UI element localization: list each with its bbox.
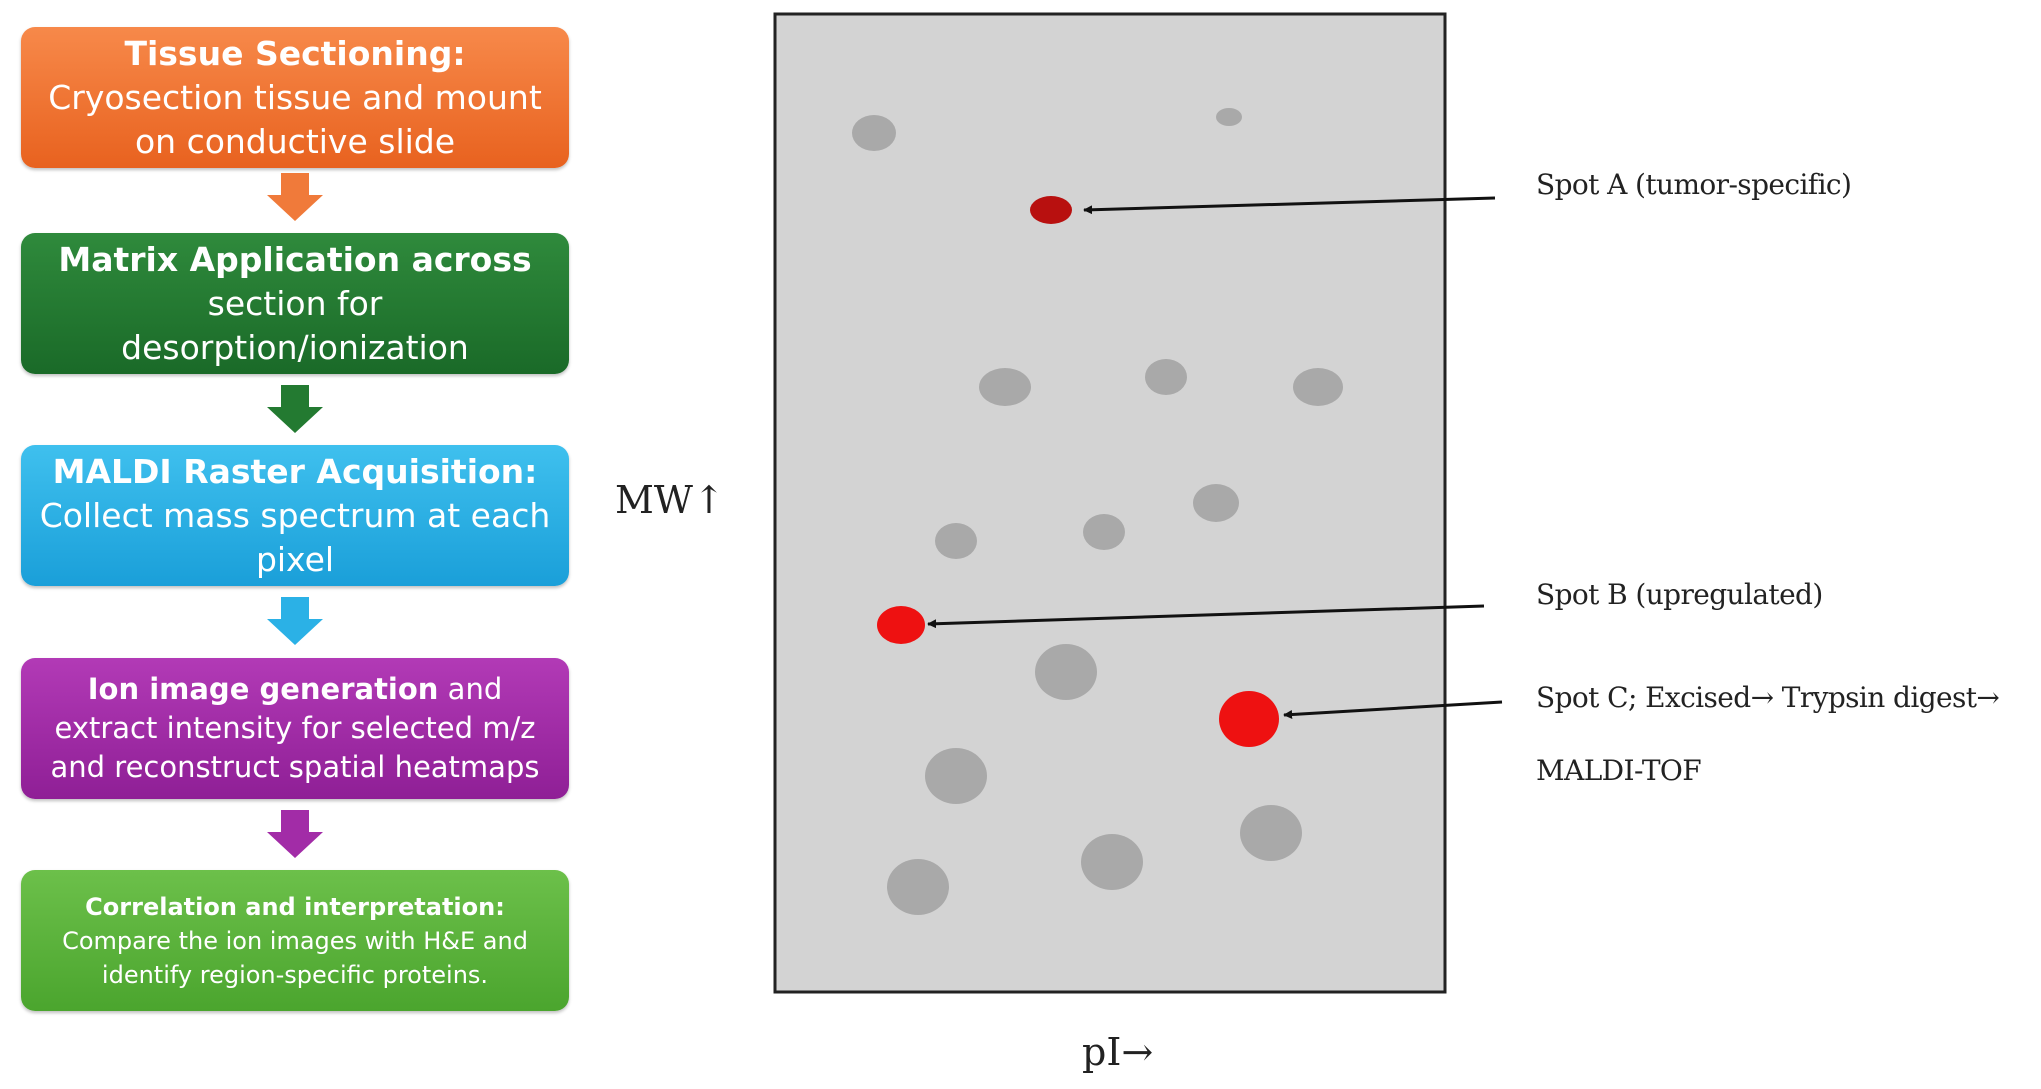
gel-spot [1035,644,1097,700]
pi-axis-label: pI→ [1082,1030,1154,1074]
gel-spot [1293,368,1343,406]
step-description: section for desorption/ionization [121,283,469,367]
gel-spot [1145,359,1187,395]
step-title: Correlation and interpretation: [85,892,505,921]
step-title: Ion image generation [87,672,439,706]
step-description: Cryosection tissue and mount on conducti… [48,77,542,161]
gel-spot [1083,514,1125,550]
gel-background [773,12,1447,994]
step-ion-image-generation: Ion image generation and extract intensi… [21,658,569,799]
gel-spot [1216,108,1242,126]
gel-spot [1240,805,1302,861]
step-tissue-sectioning: Tissue Sectioning: Cryosection tissue an… [21,27,569,168]
step-title: MALDI Raster Acquisition: [52,451,538,491]
spot-b-label: Spot B (upregulated) [1536,578,1823,611]
arrow-spot-b [927,604,1485,629]
step-correlation-interpretation: Correlation and interpretation: Compare … [21,870,569,1011]
mw-axis-label: MW↑ [615,478,725,522]
down-arrow-icon [267,597,323,645]
gel-spot [979,368,1031,406]
down-arrow-icon [267,810,323,858]
spot-b [877,606,925,644]
step-description: Collect mass spectrum at each pixel [39,495,551,579]
down-arrow-icon [267,173,323,221]
step-maldi-raster-acquisition: MALDI Raster Acquisition: Collect mass s… [21,445,569,586]
gel-spot [852,115,896,151]
step-matrix-application: Matrix Application across section for de… [21,233,569,374]
gel-spot [1081,834,1143,890]
down-arrow-icon [267,385,323,433]
gel-spot [935,523,977,559]
arrow-spot-c [1283,700,1503,720]
gel-spots [852,108,1343,915]
spot-c [1219,691,1279,747]
gel-spot [925,748,987,804]
arrow-spot-a [1083,196,1496,215]
step-title: Tissue Sectioning: [124,33,466,73]
gel-spot [887,859,949,915]
step-description: and extract intensity for selected m/z a… [50,672,540,784]
spot-a [1030,196,1072,224]
spot-a-label: Spot A (tumor-specific) [1536,168,1852,201]
step-title: Matrix Application across [58,239,532,279]
spot-c-label-line1: Spot C; Excised→ Trypsin digest→ [1536,681,2000,714]
gel-spot [1193,484,1239,522]
step-description: Compare the ion images with H&E and iden… [62,926,528,989]
spot-c-label-line2: MALDI-TOF [1536,754,1702,787]
